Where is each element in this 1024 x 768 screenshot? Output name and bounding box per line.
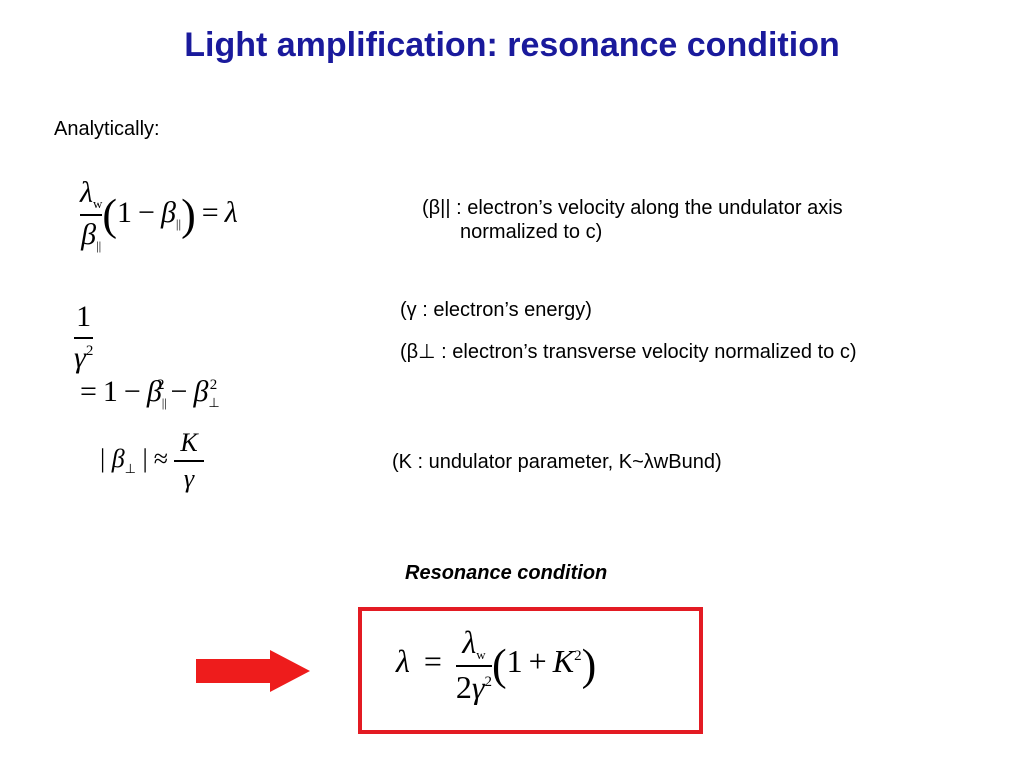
slide-title: Light amplification: resonance condition <box>184 26 840 64</box>
fraction-one-over-gamma-squared: 1 γ2 <box>74 300 94 374</box>
right-arrow-icon <box>196 650 310 692</box>
note-beta-perp: (β⊥ : electron’s transverse velocity nor… <box>400 341 857 363</box>
note-beta-parallel-line1: (β|| : electron’s velocity along the und… <box>422 197 843 219</box>
note-gamma: (γ : electron’s energy) <box>400 299 592 321</box>
fraction-lambda-w-over-2gamma-squared: λw 2γ2 <box>455 624 493 705</box>
analytically-label: Analytically: <box>54 118 160 140</box>
note-k-parameter: (K : undulator parameter, K~λwBund) <box>392 451 722 473</box>
note-beta-parallel: (β|| : electron’s velocity along the und… <box>422 196 843 244</box>
note-beta-parallel-line2: normalized to c) <box>460 221 603 243</box>
equation-resonance-basic: λw β|| (1−β||)=λ <box>80 176 238 253</box>
equation-beta-perp-approx: | β⊥ |≈ K γ <box>100 428 204 494</box>
equation-resonance-condition: λ= λw 2γ2 (1+K2) <box>396 624 597 705</box>
fraction-lambda-w-over-beta: λw β|| <box>80 176 103 253</box>
equation-gamma: 1 γ2 =1−β||2−β⊥2 <box>74 300 220 410</box>
resonance-caption: Resonance condition <box>405 562 608 584</box>
resonance-box <box>358 607 703 734</box>
fraction-k-over-gamma: K γ <box>174 428 204 494</box>
